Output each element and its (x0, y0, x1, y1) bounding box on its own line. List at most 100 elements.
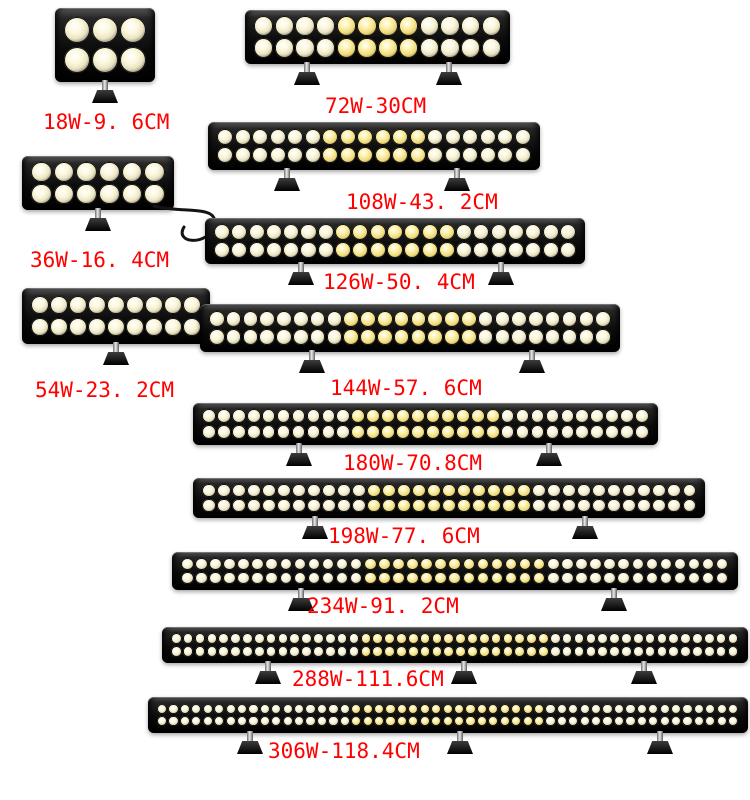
led-lens (644, 633, 656, 644)
led-lens (69, 318, 87, 336)
product-36w: 36W-16. 4CM (22, 156, 217, 276)
led-lens (191, 716, 202, 727)
led-lens (412, 498, 426, 513)
led-lens (411, 425, 425, 439)
led-lens (502, 498, 516, 513)
led-lens (121, 161, 143, 183)
led-lens (406, 571, 419, 585)
led-lens (528, 310, 544, 327)
led-lens (357, 16, 377, 36)
led-lens (705, 703, 716, 714)
led-lens (385, 703, 396, 714)
led-lens (511, 310, 527, 327)
led-lens (467, 633, 478, 644)
led-lens (411, 409, 425, 423)
led-lens (668, 633, 680, 644)
led-lens (515, 425, 530, 439)
led-lens (504, 571, 518, 585)
led-lens (195, 571, 208, 585)
led-lens (490, 633, 502, 644)
led-row (31, 183, 165, 205)
led-lens (225, 329, 242, 346)
led-lens (500, 409, 515, 423)
led-lens (343, 329, 359, 346)
led-lens (191, 703, 202, 714)
led-lens (248, 223, 265, 240)
mounting-bracket (450, 661, 478, 684)
led-lens (526, 646, 537, 657)
product-180w: 180W-70.8CM (193, 403, 658, 479)
led-lens (494, 329, 511, 346)
led-lens (514, 147, 531, 164)
led-lens (645, 557, 659, 571)
led-lens (301, 646, 312, 657)
mounting-bracket (446, 731, 474, 754)
led-lens (568, 716, 579, 727)
led-lens (218, 646, 229, 657)
led-lens (680, 646, 691, 657)
led-row (31, 296, 201, 314)
led-lens (517, 483, 531, 498)
led-lens (236, 703, 248, 714)
led-lens (705, 716, 716, 727)
led-lens (525, 241, 542, 258)
led-lens (352, 223, 369, 240)
led-lens (467, 646, 478, 657)
led-lens (444, 147, 461, 164)
led-lens (441, 425, 455, 439)
led-lens (476, 716, 488, 727)
led-row (181, 571, 729, 585)
led-lens (91, 47, 119, 74)
led-lens (271, 716, 282, 727)
led-lens (343, 310, 359, 327)
led-lens (530, 409, 545, 423)
led-lens (337, 498, 351, 513)
led-lens (502, 483, 516, 498)
led-lens (232, 483, 246, 498)
led-lens (372, 646, 383, 657)
led-lens (217, 128, 234, 145)
led-lens (277, 633, 289, 644)
led-lens (589, 557, 602, 571)
led-lens (64, 47, 91, 74)
led-lens (335, 571, 349, 585)
led-lens (304, 147, 321, 164)
led-lens (637, 483, 651, 498)
led-lens (168, 716, 179, 727)
led-lens (701, 557, 715, 571)
led-lens (490, 571, 504, 585)
led-lens (591, 703, 602, 714)
led-lens (444, 310, 460, 327)
led-lens (231, 241, 248, 258)
led-lens (300, 241, 317, 258)
led-lens (499, 716, 510, 727)
led-lens (597, 633, 608, 644)
led-lens (322, 498, 336, 513)
led-row (217, 147, 531, 164)
led-lens (164, 318, 182, 336)
product-label-180w: 180W-70.8CM (343, 451, 483, 475)
led-lens (259, 703, 270, 714)
led-lens (455, 409, 470, 423)
led-lens (225, 703, 236, 714)
led-lens (304, 128, 321, 145)
led-lens (336, 409, 351, 423)
led-lens (420, 557, 433, 571)
led-lens (625, 703, 636, 714)
product-label-144w: 144W-57. 6CM (330, 376, 482, 400)
led-lens (252, 147, 269, 164)
led-lens (316, 38, 336, 58)
led-lens (206, 633, 218, 644)
led-lens (602, 703, 613, 714)
led-lens (693, 716, 705, 727)
led-lens (372, 633, 383, 644)
led-lens (421, 241, 438, 258)
light-bar-housing-234w (172, 552, 738, 590)
led-lens (526, 633, 537, 644)
led-lens (632, 646, 644, 657)
led-lens (500, 425, 515, 439)
led-lens (532, 498, 546, 513)
led-lens (295, 38, 315, 58)
led-lens (294, 716, 305, 727)
led-lens (301, 633, 312, 644)
